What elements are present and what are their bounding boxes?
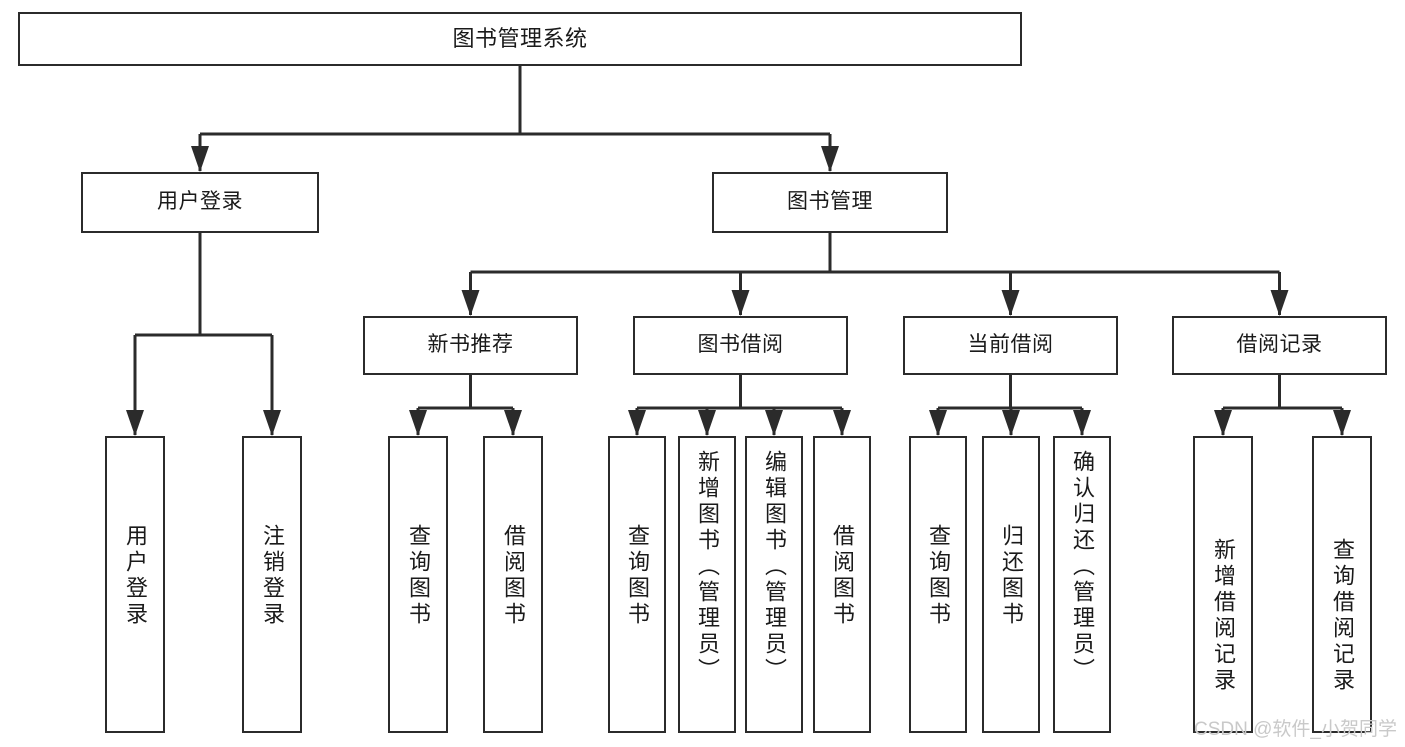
node-borrowing-record-label: 借阅记录 bbox=[1236, 333, 1323, 357]
leaf-return-book[interactable]: 归还图书 bbox=[982, 436, 1040, 733]
leaf-query-book-1-label: 查询图书 bbox=[406, 524, 431, 628]
node-book-management[interactable]: 图书管理 bbox=[712, 172, 948, 233]
node-root-label: 图书管理系统 bbox=[452, 26, 588, 52]
csdn-watermark: CSDN @软件_小贺同学 bbox=[1194, 719, 1397, 740]
node-user-login-label: 用户登录 bbox=[157, 190, 243, 214]
leaf-borrow-book-1[interactable]: 借阅图书 bbox=[483, 436, 543, 733]
node-book-borrowing-label: 图书借阅 bbox=[697, 333, 784, 357]
leaf-user-logout[interactable]: 注销登录 bbox=[242, 436, 302, 733]
leaf-query-borrow-record-label: 查询借阅记录 bbox=[1330, 538, 1355, 694]
leaf-add-book-label: 新增图书（管理员） bbox=[695, 450, 720, 684]
leaf-confirm-return[interactable]: 确认归还（管理员） bbox=[1053, 436, 1111, 733]
leaf-user-logout-label: 注销登录 bbox=[260, 524, 285, 628]
leaf-return-book-label: 归还图书 bbox=[999, 524, 1024, 628]
leaf-add-book[interactable]: 新增图书（管理员） bbox=[678, 436, 736, 733]
leaf-confirm-return-label: 确认归还（管理员） bbox=[1070, 450, 1095, 684]
leaf-query-book-1[interactable]: 查询图书 bbox=[388, 436, 448, 733]
leaf-borrow-book-2[interactable]: 借阅图书 bbox=[813, 436, 871, 733]
node-user-login[interactable]: 用户登录 bbox=[81, 172, 319, 233]
leaf-edit-book[interactable]: 编辑图书（管理员） bbox=[745, 436, 803, 733]
leaf-query-book-2[interactable]: 查询图书 bbox=[608, 436, 666, 733]
node-root[interactable]: 图书管理系统 bbox=[18, 12, 1022, 66]
leaf-edit-book-label: 编辑图书（管理员） bbox=[762, 450, 787, 684]
node-current-borrowing[interactable]: 当前借阅 bbox=[903, 316, 1118, 375]
leaf-query-book-2-label: 查询图书 bbox=[625, 524, 650, 628]
node-book-management-label: 图书管理 bbox=[787, 190, 873, 214]
leaf-query-borrow-record[interactable]: 查询借阅记录 bbox=[1312, 436, 1372, 733]
leaf-borrow-book-1-label: 借阅图书 bbox=[501, 524, 526, 628]
leaf-query-book-3[interactable]: 查询图书 bbox=[909, 436, 967, 733]
leaf-add-borrow-record[interactable]: 新增借阅记录 bbox=[1193, 436, 1253, 733]
node-current-borrowing-label: 当前借阅 bbox=[967, 333, 1054, 357]
leaf-user-login-label: 用户登录 bbox=[123, 524, 148, 628]
leaf-user-login[interactable]: 用户登录 bbox=[105, 436, 165, 733]
node-new-book-recommendation-label: 新书推荐 bbox=[427, 333, 514, 357]
node-book-borrowing[interactable]: 图书借阅 bbox=[633, 316, 848, 375]
leaf-query-book-3-label: 查询图书 bbox=[926, 524, 951, 628]
node-borrowing-record[interactable]: 借阅记录 bbox=[1172, 316, 1387, 375]
leaf-borrow-book-2-label: 借阅图书 bbox=[830, 524, 855, 628]
node-new-book-recommendation[interactable]: 新书推荐 bbox=[363, 316, 578, 375]
leaf-add-borrow-record-label: 新增借阅记录 bbox=[1211, 538, 1236, 694]
